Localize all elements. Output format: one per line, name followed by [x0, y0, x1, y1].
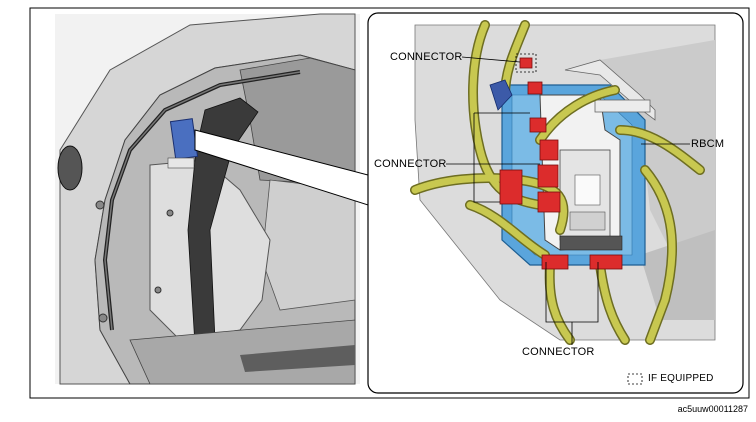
connector-bottom-2: [589, 254, 623, 270]
rbcm-location-marker: [169, 118, 199, 160]
connector-mid-5: [537, 191, 561, 213]
if-equipped-outline: [515, 53, 537, 73]
connector-label-middle: CONNECTOR: [374, 158, 447, 170]
if-equipped-legend-label: IF EQUIPPED: [648, 373, 714, 384]
leader-lines: [446, 56, 690, 345]
figure-code: ac5uuw00011287: [677, 404, 748, 414]
connector-mid-1: [529, 117, 547, 133]
connector-mid-2: [539, 139, 559, 161]
connector-label-top: CONNECTOR: [390, 51, 463, 63]
rbcm-label: RBCM: [691, 138, 725, 150]
connector-label-bottom: CONNECTOR: [522, 346, 595, 358]
harness-bracket: [489, 79, 513, 111]
connector-bottom-1: [541, 254, 569, 270]
connector-top-1: [519, 57, 533, 69]
connector-mid-3: [537, 164, 559, 188]
detail-illustration: [410, 20, 716, 345]
vehicle-overview: [55, 13, 360, 385]
connector-top-2: [527, 81, 543, 95]
connector-mid-4: [499, 169, 523, 205]
